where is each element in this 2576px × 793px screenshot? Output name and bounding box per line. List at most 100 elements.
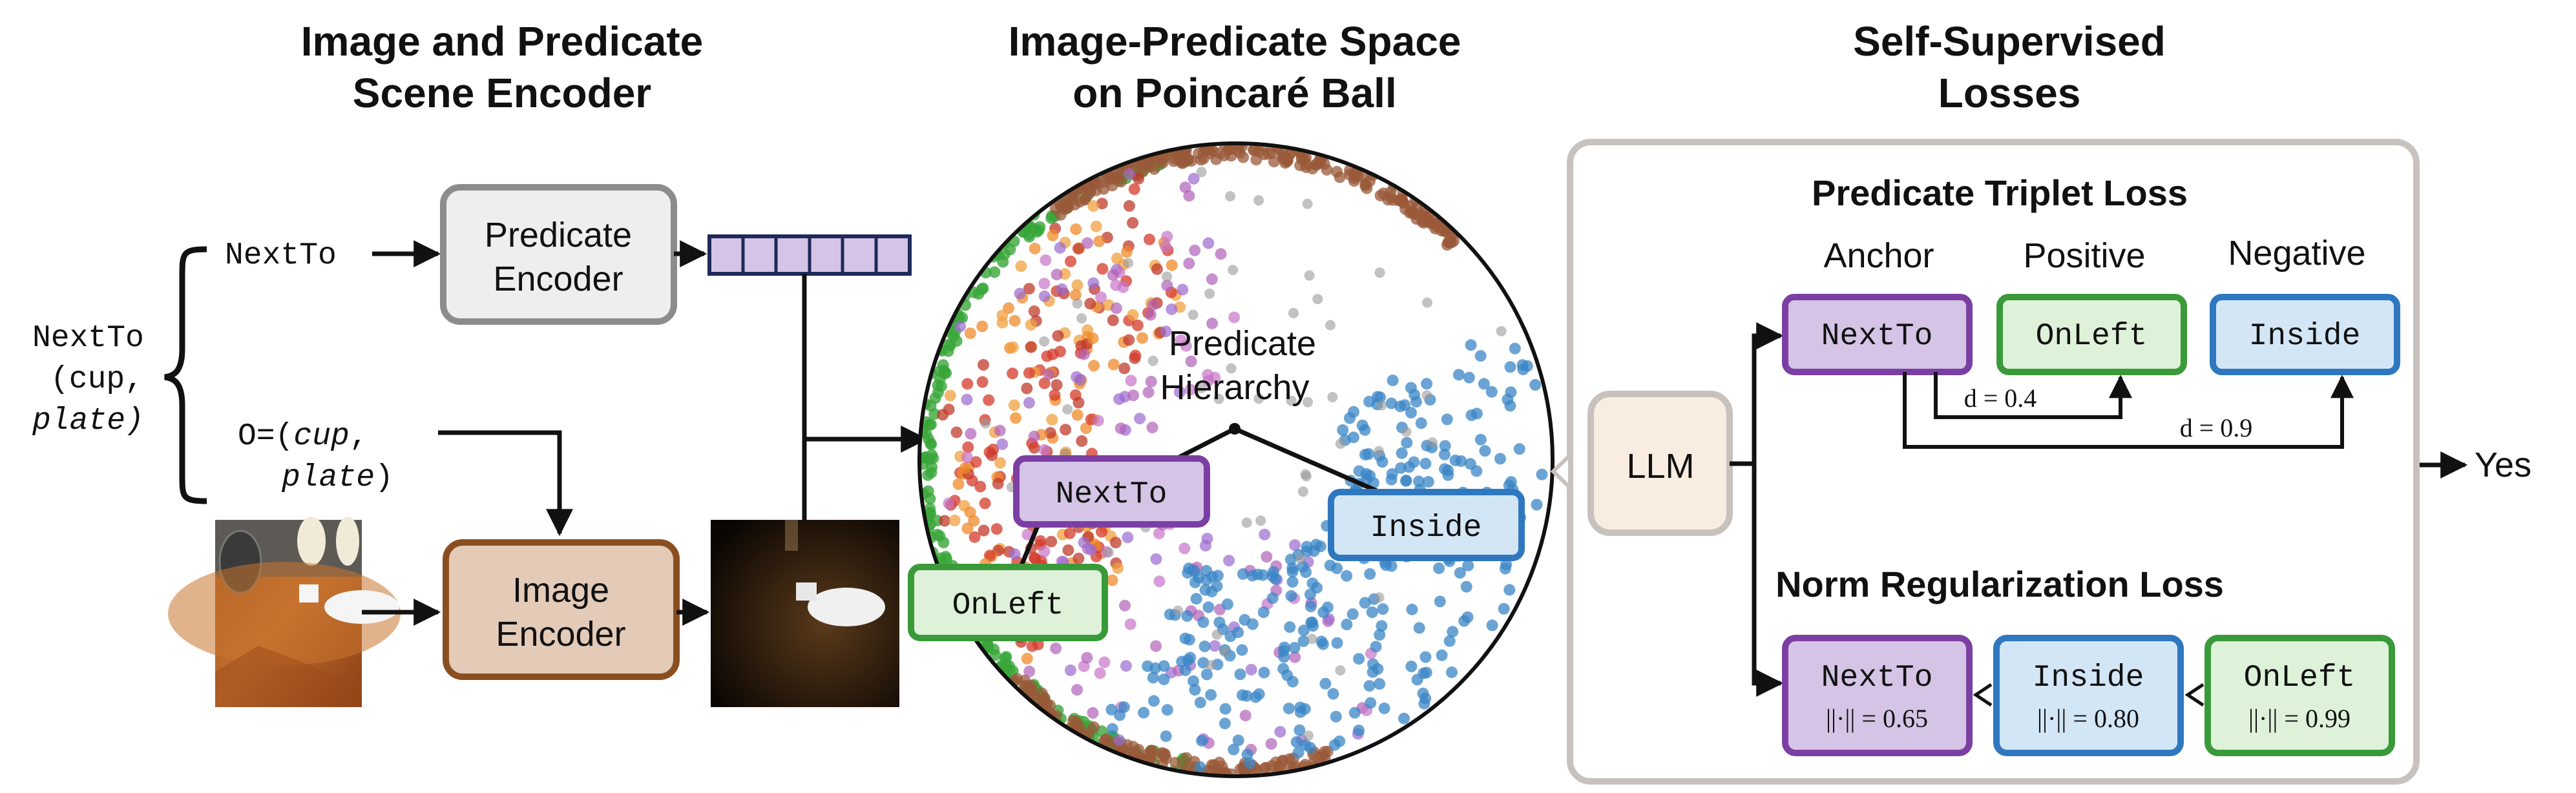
- embedding-point: [1231, 143, 1243, 156]
- embedding-point: [1021, 652, 1033, 664]
- embedding-point: [1107, 269, 1119, 281]
- embedding-point: [1190, 593, 1202, 605]
- embedding-point: [1265, 737, 1277, 750]
- norm-box-inside: [1993, 635, 2184, 756]
- objects-text: O=(cup,: [238, 419, 368, 454]
- embedding-point: [1485, 386, 1498, 398]
- predicate-encoder-line2: Encoder: [493, 260, 623, 298]
- embedding-point: [1297, 486, 1308, 497]
- norm-box-nextto-value: ||·|| = 0.65: [1826, 704, 1928, 733]
- embedding-point: [1082, 237, 1093, 249]
- embedding-point: [1304, 588, 1316, 601]
- embedding-point: [962, 441, 974, 453]
- embedding-point: [1078, 537, 1090, 549]
- embedding-point: [1106, 723, 1118, 735]
- output-label: Yes: [2475, 446, 2531, 484]
- embedding-point: [1038, 546, 1051, 557]
- embedding-point: [1134, 413, 1146, 425]
- embedding-point: [1496, 325, 1507, 336]
- embedding-point: [1173, 605, 1184, 616]
- embedding-point: [961, 522, 974, 535]
- norm-box-onleft-value: ||·|| = 0.99: [2248, 704, 2351, 733]
- hierarchy-edge-onleft: [1018, 519, 1043, 568]
- embedding-point: [1226, 363, 1237, 374]
- embedding-point: [1474, 433, 1487, 446]
- embedding-point: [1303, 396, 1314, 407]
- embedding-point: [1504, 400, 1516, 412]
- embedding-point: [1422, 476, 1434, 488]
- losses-title-line2: Losses: [1938, 70, 2081, 116]
- embedding-point: [1157, 156, 1169, 169]
- embedding-point: [1110, 302, 1122, 314]
- embedding-point: [1290, 736, 1303, 748]
- embedding-point: [1259, 762, 1271, 774]
- embedding-point: [1161, 280, 1173, 292]
- embedding-point: [1151, 263, 1163, 275]
- embedding-point: [923, 418, 936, 431]
- embedding-point: [1285, 590, 1297, 602]
- embedding-point: [1417, 687, 1429, 699]
- embedding-point: [1120, 660, 1132, 672]
- embedding-point: [1146, 422, 1158, 433]
- embedding-point: [1196, 382, 1207, 393]
- embedding-point: [1113, 393, 1126, 405]
- embedding-point: [1261, 551, 1273, 563]
- embedding-point: [1023, 367, 1035, 379]
- embedding-point: [1284, 553, 1297, 566]
- embedding-point: [1206, 273, 1218, 285]
- embedding-point: [989, 266, 1001, 278]
- embedding-point: [922, 469, 934, 481]
- embedding-point: [1380, 559, 1392, 572]
- embedding-point: [1317, 638, 1329, 650]
- embedding-point: [1158, 674, 1170, 685]
- embedding-point: [1509, 342, 1521, 355]
- embedding-point: [922, 433, 934, 445]
- embedding-point: [1087, 277, 1100, 289]
- embedding-point: [1399, 399, 1411, 411]
- embedding-point: [1107, 314, 1119, 326]
- embedding-point: [1465, 339, 1477, 351]
- embedding-point: [1248, 144, 1260, 156]
- embedding-point: [1054, 242, 1066, 254]
- embedding-point: [990, 523, 1003, 535]
- embedding-point: [1258, 666, 1270, 679]
- embedding-point: [1405, 661, 1418, 672]
- embedding-point: [1374, 678, 1386, 690]
- embedding-point: [1385, 186, 1397, 198]
- embedding-point: [1225, 191, 1235, 201]
- embedding-point: [1087, 178, 1099, 191]
- embedding-point: [983, 394, 995, 406]
- embedding-point: [1478, 378, 1490, 390]
- embedding-point: [1270, 573, 1281, 585]
- embedding-point: [1303, 730, 1314, 741]
- embedding-point: [1376, 400, 1387, 411]
- embedding-point: [1188, 675, 1199, 687]
- embedding-point: [1090, 220, 1102, 232]
- embedding-point: [1160, 325, 1172, 338]
- embedding-point: [970, 456, 982, 468]
- embedding-point: [1182, 654, 1194, 666]
- embedding-point: [976, 376, 989, 388]
- embedding-point: [1085, 544, 1097, 556]
- embedding-point: [1032, 224, 1045, 236]
- embedding-point: [1246, 618, 1259, 630]
- embedding-point: [1050, 643, 1062, 654]
- embedding-point: [1153, 528, 1165, 540]
- embedding-point: [1180, 340, 1192, 352]
- embedding-point: [979, 497, 991, 510]
- panel-pointer: [1550, 450, 1572, 493]
- embedding-point: [1215, 248, 1227, 260]
- embedding-point: [1051, 379, 1063, 391]
- image-encoder-line1: Image: [512, 571, 609, 610]
- negative-distance-arrow: [1903, 372, 2354, 449]
- embedding-point: [969, 531, 981, 543]
- embedding-point: [1147, 299, 1159, 311]
- embedding-point: [1021, 528, 1034, 541]
- embedding-point: [1127, 309, 1139, 321]
- embedding-point: [1078, 348, 1090, 360]
- embedding-point: [1095, 291, 1107, 304]
- embedding-point: [1529, 379, 1542, 391]
- embedding-point: [1118, 362, 1131, 375]
- embedding-point: [1236, 644, 1248, 656]
- embedding-point: [1436, 649, 1448, 661]
